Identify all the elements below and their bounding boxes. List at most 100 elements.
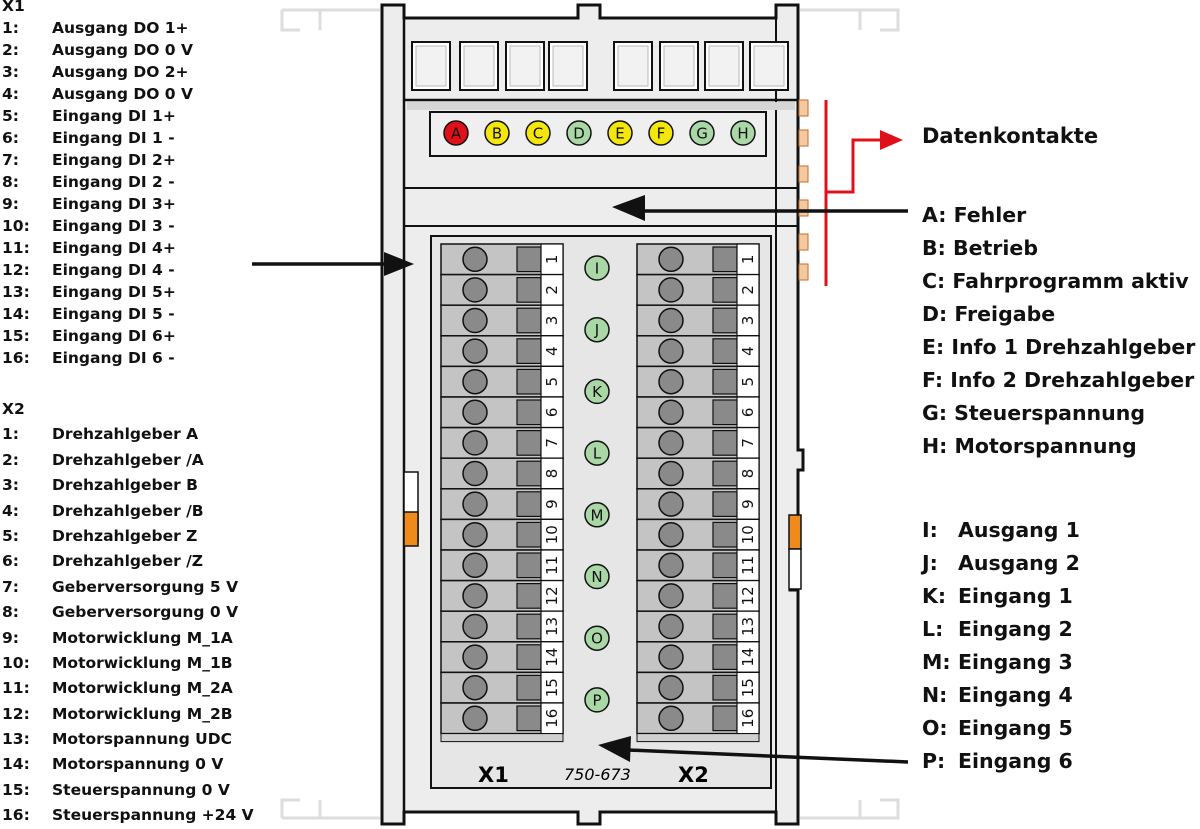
x2-pin-row: 6:Drehzahlgeber /Z xyxy=(2,549,203,574)
io-legend-key: P: xyxy=(922,749,946,773)
x2-release-button xyxy=(712,430,738,456)
x1-pin-label: Eingang DI 6+ xyxy=(52,327,176,345)
x1-pin-number: 14: xyxy=(2,305,30,323)
io-legend-label: Eingang 1 xyxy=(958,584,1073,608)
io-led xyxy=(584,440,610,466)
x2-release-button xyxy=(712,399,738,426)
io-legend-label: Eingang 4 xyxy=(958,683,1073,707)
x1-pin-row: 8: Eingang DI 2 - xyxy=(2,171,175,193)
x2-pin-label: Motorspannung 0 V xyxy=(52,755,224,774)
x1-wire-entry xyxy=(462,430,488,456)
x1-release-button xyxy=(516,552,542,579)
x2-wire-entry xyxy=(658,307,684,334)
neighbour-module-outline-left xyxy=(280,8,380,820)
data-contact xyxy=(798,263,809,281)
status-led-letter: C xyxy=(533,125,543,143)
x1-wire-entry xyxy=(462,277,488,303)
x1-wire-entry xyxy=(462,705,488,732)
x1-wire-entry xyxy=(462,552,488,579)
x2-pin-number: 2: xyxy=(2,450,19,469)
io-legend-item: P: Eingang 6 xyxy=(922,745,1080,778)
data-contact xyxy=(798,233,809,251)
x1-pin-number: 8: xyxy=(2,173,19,191)
x1-pin-number: 12: xyxy=(2,261,30,279)
x2-release-button xyxy=(712,368,738,395)
status-led-letter: E xyxy=(615,125,624,143)
x1-pin-number: 2: xyxy=(2,41,19,59)
x1-terminal-number: 14 xyxy=(543,648,561,667)
x1-pin-row: 15:Eingang DI 6+ xyxy=(2,325,176,347)
x1-pin-row: 6:Eingang DI 1 - xyxy=(2,127,175,149)
x2-pin-label: Steuerspannung 0 V xyxy=(52,780,230,799)
top-jumper-row xyxy=(411,41,789,91)
x1-pin-number: 11: xyxy=(2,239,30,257)
x1-wire-entry xyxy=(462,368,488,395)
status-led-letter: H xyxy=(737,125,748,143)
io-legend-key: K: xyxy=(922,584,947,608)
x2-wire-entry xyxy=(658,246,684,273)
x1-pin-label: Eingang DI 1+ xyxy=(52,107,176,125)
x1-pin-number: 1: xyxy=(2,19,19,37)
x2-terminal-number: 10 xyxy=(739,525,757,544)
x1-pin-row: 3:Ausgang DO 2+ xyxy=(2,61,189,83)
io-legend-item: I:Ausgang 1 xyxy=(922,514,1080,547)
x1-terminal-number: 5 xyxy=(543,377,561,387)
x1-pin-row: 5:Eingang DI 1+ xyxy=(2,105,176,127)
x2-terminal-number: 12 xyxy=(739,586,757,605)
io-led xyxy=(584,625,610,651)
led-window xyxy=(429,111,767,157)
jumper-inner xyxy=(617,45,649,87)
io-legend-label: Eingang 6 xyxy=(958,749,1073,773)
x2-release-button xyxy=(712,552,738,579)
x2-pin-row: 5:Drehzahlgeber Z xyxy=(2,524,197,549)
x2-pin-number: 12: xyxy=(2,704,30,723)
x1-pin-label: Eingang DI 2+ xyxy=(52,151,176,169)
x1-pin-number: 13: xyxy=(2,283,30,301)
x2-pin-number: 11: xyxy=(2,679,30,698)
right-orange-latch xyxy=(788,514,802,550)
x2-pin-number: 14: xyxy=(2,755,30,774)
x1-terminal-number: 10 xyxy=(543,525,561,544)
io-legend-item: N:Eingang 4 xyxy=(922,679,1080,712)
io-legend-key: O: xyxy=(922,716,948,740)
x2-list-header: X2 xyxy=(2,400,25,418)
x2-terminal-number: 3 xyxy=(739,316,757,326)
x2-pin-label: Drehzahlgeber /B xyxy=(52,501,204,520)
x1-release-button xyxy=(516,613,542,640)
io-led-letter: L xyxy=(593,445,602,463)
io-led-letter: I xyxy=(595,260,599,278)
x2-pin-number: 13: xyxy=(2,730,30,749)
x2-pin-label: Drehzahlgeber B xyxy=(52,476,198,495)
status-led-letter: B xyxy=(492,125,502,143)
x1-pin-label: Eingang DI 2 - xyxy=(52,173,175,191)
io-legend-key: J: xyxy=(922,551,938,575)
x1-pin-row: 7:Eingang DI 2+ xyxy=(2,149,176,171)
x2-release-button xyxy=(712,613,738,640)
x1-release-button xyxy=(516,644,542,670)
io-legend-item: M:Eingang 3 xyxy=(922,646,1080,679)
x2-pin-row: 13:Motorspannung UDC xyxy=(2,727,232,752)
x2-pin-label: Geberversorgung 0 V xyxy=(52,603,239,622)
x1-pin-number: 16: xyxy=(2,349,30,367)
io-led-letter: J xyxy=(594,321,599,339)
status-led-letter: D xyxy=(573,125,585,143)
x1-pin-number: 4: xyxy=(2,85,19,103)
x1-terminal-base xyxy=(440,733,564,743)
io-legend-item: J:Ausgang 2 xyxy=(922,547,1080,580)
x1-pin-row: 11:Eingang DI 4+ xyxy=(2,237,176,259)
x2-pin-number: 5: xyxy=(2,526,19,545)
jumper-inner xyxy=(509,45,541,87)
x1-pin-label: Eingang DI 4 - xyxy=(52,261,175,279)
x1-release-button xyxy=(516,246,542,273)
x1-wire-entry xyxy=(462,521,488,548)
x2-release-button xyxy=(712,338,738,364)
x2-pin-label: Motorwicklung M_1B xyxy=(52,653,233,672)
x1-wire-entry xyxy=(462,644,488,670)
status-led xyxy=(607,120,633,146)
terminal-label-x1: X1 xyxy=(478,763,509,787)
x1-release-button xyxy=(516,368,542,395)
